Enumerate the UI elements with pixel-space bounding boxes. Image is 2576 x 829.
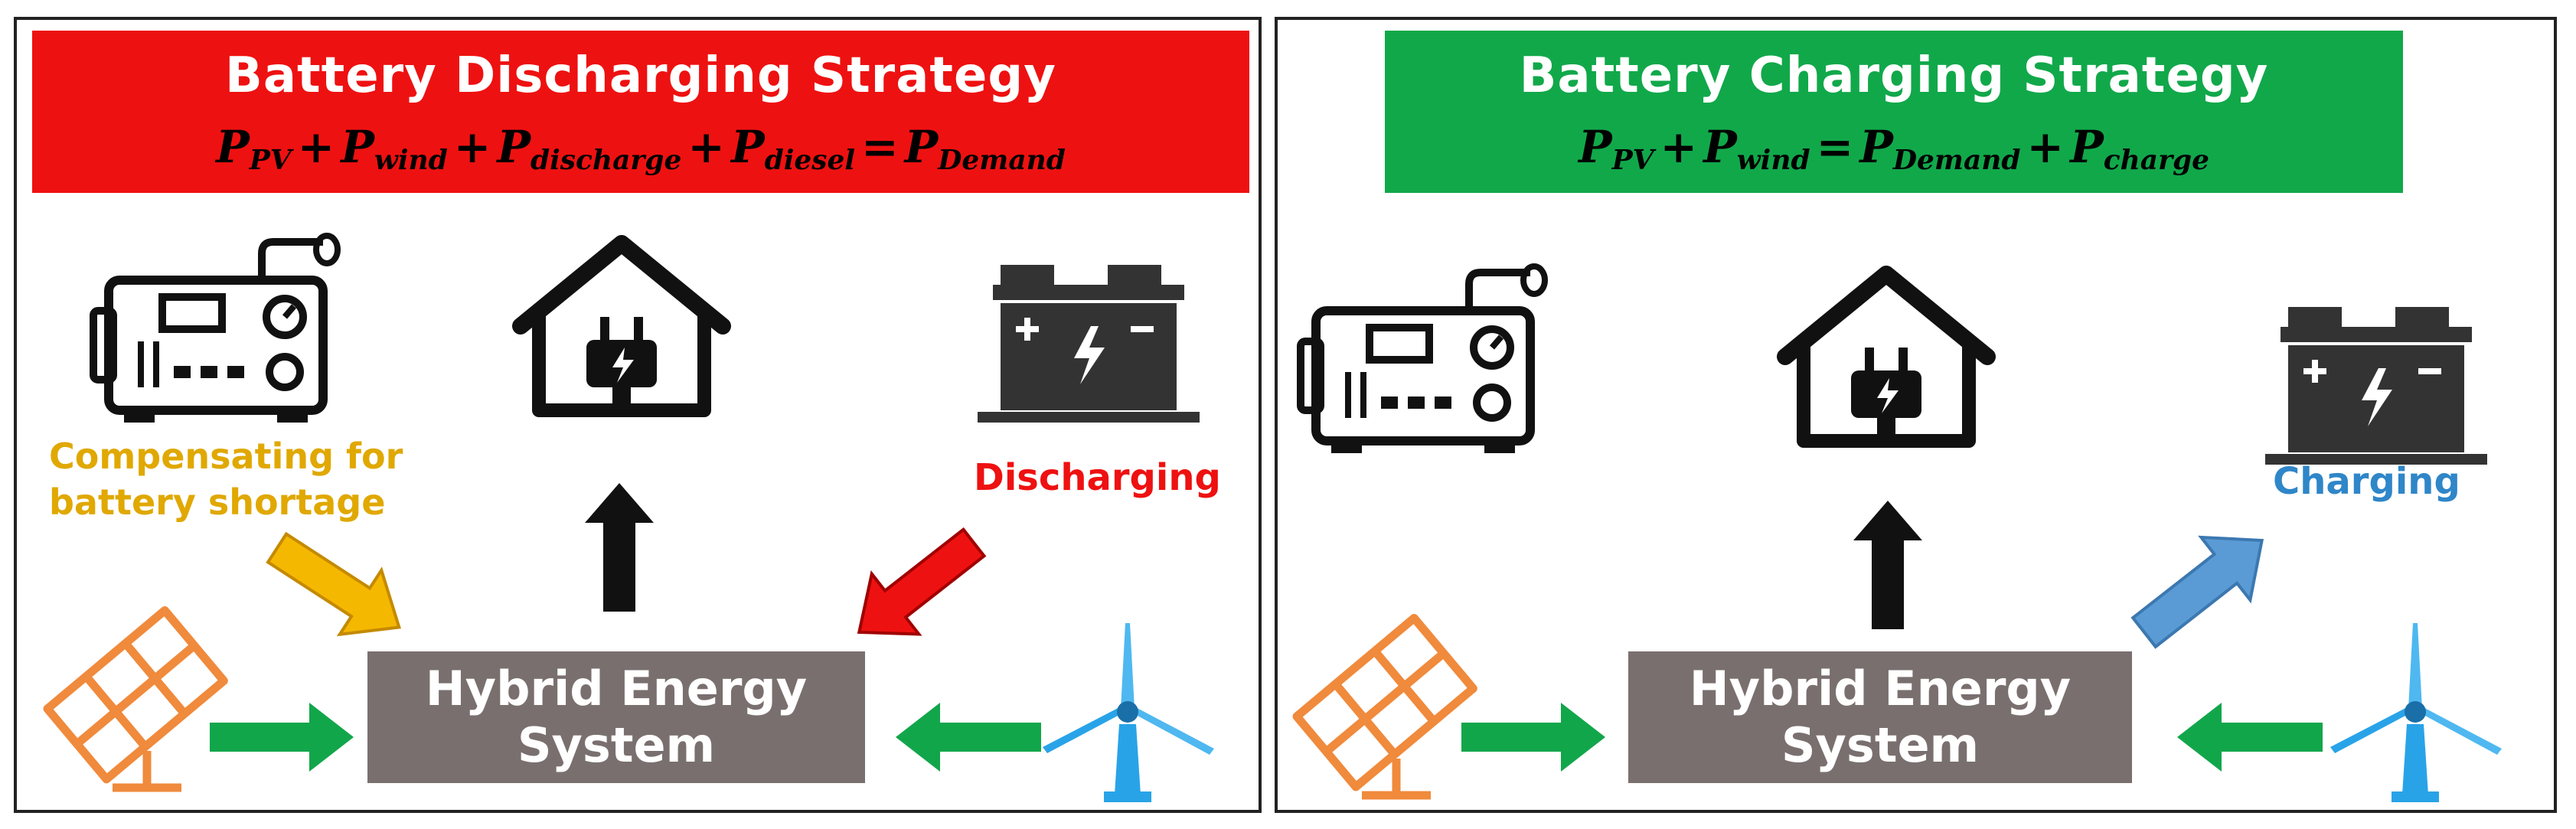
solar-panel-icon: [32, 605, 239, 801]
red-discharge-arrow: [828, 527, 987, 651]
charging-title: Battery Charging Strategy: [1519, 47, 2269, 104]
blue-charge-arrow: [2127, 517, 2281, 649]
hybrid-energy-system-box: Hybrid Energy System: [367, 651, 865, 783]
discharging-title-banner: Battery Discharging Strategy PPV+Pwind+P…: [32, 31, 1249, 193]
diesel-generator-icon: [90, 233, 369, 433]
hybrid-energy-system-box: Hybrid Energy System: [1628, 651, 2132, 783]
wind-turbine-icon: [1035, 617, 1226, 808]
diesel-generator-icon: [1297, 263, 1576, 464]
charging-label: Charging: [2273, 460, 2460, 503]
compensating-label: Compensating for battery shortage: [49, 436, 403, 523]
wind-turbine-icon: [2323, 617, 2514, 808]
battery-icon: [2265, 292, 2487, 475]
black-supply-arrow: [1853, 501, 1922, 631]
house-plug-icon: [1771, 257, 2001, 456]
black-supply-arrow: [585, 483, 654, 613]
discharging-title: Battery Discharging Strategy: [225, 47, 1056, 104]
discharging-strategy-panel: Battery Discharging Strategy PPV+Pwind+P…: [14, 17, 1262, 813]
battery-icon: [978, 250, 1200, 433]
charging-equation: PPV+Pwind=PDemand+Pcharge: [1578, 121, 2210, 176]
charging-title-banner: Battery Charging Strategy PPV+Pwind=PDem…: [1385, 31, 2403, 193]
discharging-label: Discharging: [974, 456, 1221, 499]
house-plug-icon: [507, 227, 736, 426]
green-solar-arrow: [210, 703, 355, 772]
yellow-compensation-arrow: [266, 531, 423, 648]
discharging-equation: PPV+Pwind+Pdischarge+Pdiesel=PDemand: [216, 121, 1066, 176]
charging-strategy-panel: Battery Charging Strategy PPV+Pwind=PDem…: [1275, 17, 2557, 813]
green-wind-arrow: [896, 703, 1041, 772]
green-solar-arrow: [1461, 703, 1607, 772]
solar-panel-icon: [1281, 613, 1488, 808]
green-wind-arrow: [2177, 703, 2323, 772]
